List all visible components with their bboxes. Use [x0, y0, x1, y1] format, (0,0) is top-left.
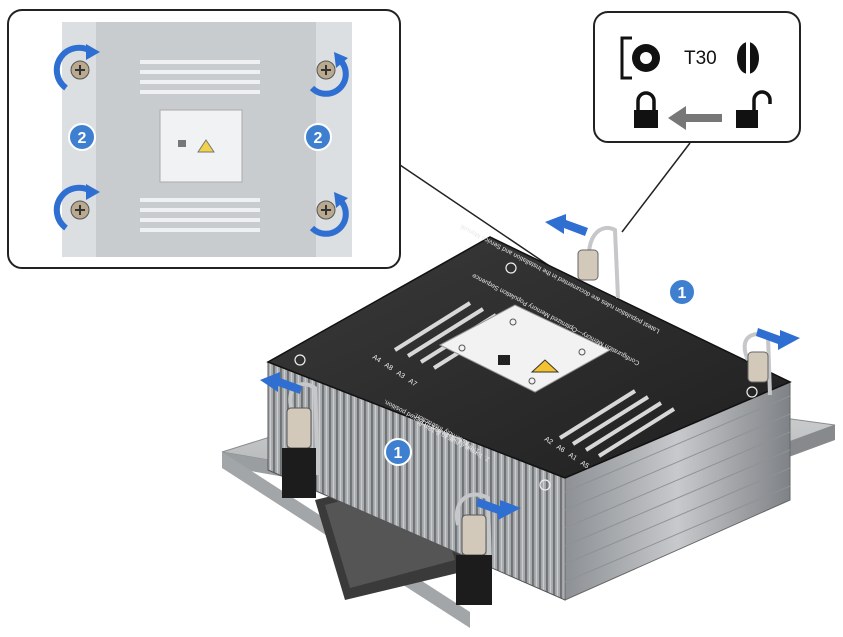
slot-label: A3: [395, 370, 406, 381]
svg-text:1: 1: [678, 285, 687, 302]
warning-triangle-icon: [197, 139, 215, 153]
warning-triangle-icon: [530, 359, 560, 373]
center-label-panel: [438, 304, 612, 393]
tool-legend-panel: T30: [593, 11, 801, 143]
padlock-locked-icon: [634, 91, 658, 128]
slot-label: A8: [383, 362, 394, 373]
arrow-left-icon: [668, 106, 722, 130]
step-1-badge: 1: [384, 438, 412, 466]
step-2-badge: 2: [304, 123, 332, 151]
rotate-ccw-icon: [53, 44, 349, 237]
anti-tilt-wire-back[interactable]: [577, 226, 620, 299]
anti-tilt-wire-front[interactable]: [454, 492, 492, 605]
step-1-badge: 1: [668, 278, 696, 306]
anti-tilt-wire-left[interactable]: [282, 382, 320, 498]
memory-slot-stripes-right: [558, 389, 676, 458]
slot-label: A6: [555, 444, 566, 455]
torx-bit-icon: [620, 36, 660, 80]
inset-top-view-panel: 2 2: [7, 9, 401, 269]
slot-label: A4: [371, 354, 382, 365]
slot-label: A5: [579, 460, 590, 471]
screwdriver-icon: [737, 40, 759, 76]
chip-icon: [498, 355, 510, 365]
chip-icon: [178, 140, 186, 147]
padlock-unlocked-icon: [736, 90, 772, 128]
step-2-badge: 2: [68, 123, 96, 151]
slot-label: A7: [407, 378, 418, 389]
svg-text:1: 1: [394, 445, 403, 462]
torx-size-label: T30: [684, 48, 717, 69]
release-arrow-icon: [260, 214, 800, 520]
slot-label: A2: [543, 436, 554, 447]
svg-text:2: 2: [78, 130, 87, 147]
callout-leader-line: [621, 142, 691, 233]
svg-text:2: 2: [314, 130, 323, 147]
slot-label: A1: [567, 452, 578, 463]
